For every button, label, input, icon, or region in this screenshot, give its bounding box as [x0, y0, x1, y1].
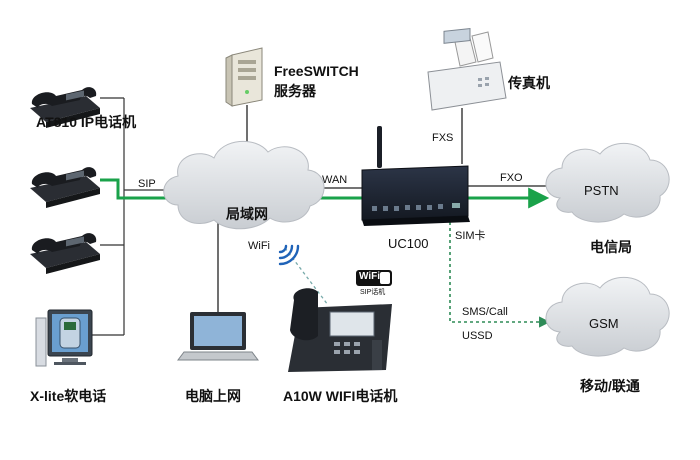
- desk-phone-2: [30, 167, 100, 208]
- gateway-label: UC100: [388, 236, 429, 251]
- wifi-signal-icon: [278, 244, 300, 266]
- desk-phone-1: [30, 87, 100, 128]
- lan-cloud: [163, 140, 325, 230]
- fax-machine: [427, 28, 507, 111]
- wifi-sip-badge: [356, 270, 392, 286]
- server-label-line1: FreeSWITCH: [274, 63, 359, 79]
- gateway-ports: [372, 203, 460, 211]
- server-label-line2: 服务器: [274, 83, 316, 99]
- fxs-link-label: FXS: [432, 132, 454, 144]
- uc100-gateway: [361, 126, 470, 226]
- sip-link-label: SIP: [138, 178, 156, 190]
- wifi-badge-sub: SIP话机: [360, 289, 386, 296]
- black-links: [217, 105, 560, 312]
- pstn-cloud-label: PSTN: [584, 183, 619, 198]
- sms-call-label: SMS/Call: [462, 306, 508, 318]
- computer-label: 电脑上网: [185, 388, 241, 404]
- server-tower: [225, 47, 263, 107]
- wifi-badge-logo: WiFi: [359, 271, 381, 282]
- gateway-antenna: [377, 126, 382, 168]
- xlite-softphone-monitor: [35, 309, 93, 367]
- gsm-cloud: [545, 276, 670, 357]
- fxo-link-label: FXO: [500, 172, 523, 184]
- fax-label: 传真机: [508, 75, 550, 91]
- pstn-cloud: [545, 142, 670, 223]
- gsm-provider-label: 移动/联通: [580, 378, 640, 394]
- sim-link-label: SIM卡: [455, 230, 486, 242]
- lan-cloud-label: 局域网: [226, 206, 268, 222]
- pstn-provider-label: 电信局: [590, 239, 632, 255]
- a10w-wifi-phone: [288, 288, 392, 372]
- gsm-cloud-label: GSM: [589, 316, 619, 331]
- left-bus-lines: [92, 97, 185, 336]
- wifi-phone-label: A10W WIFI电话机: [283, 388, 398, 404]
- laptop: [177, 312, 259, 361]
- ip-phone-label: AT810 IP电话机: [36, 114, 137, 130]
- xlite-label: X-lite软电话: [30, 388, 107, 404]
- desk-phone-3: [30, 233, 100, 274]
- wifi-link-label: WiFi: [248, 240, 270, 252]
- ussd-label: USSD: [462, 330, 493, 342]
- wan-link-label: WAN: [322, 174, 348, 186]
